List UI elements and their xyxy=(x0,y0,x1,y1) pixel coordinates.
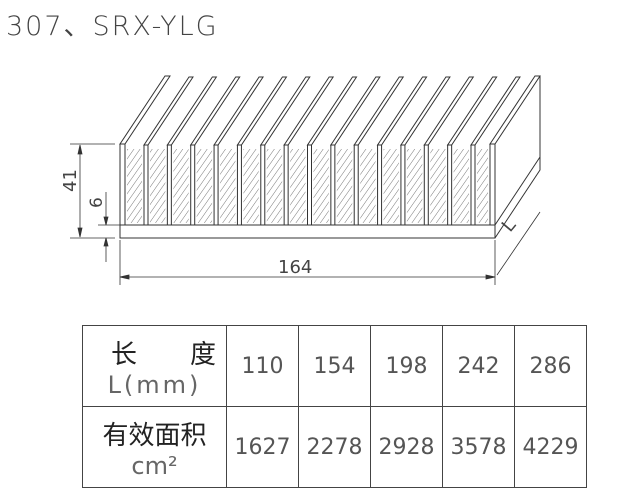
length-cell: 286 xyxy=(514,325,587,407)
area-unit: cm² xyxy=(131,451,178,480)
area-label-cn: 有效面积 xyxy=(102,420,207,451)
fin-gap-hatch xyxy=(150,149,166,223)
length-cell: 198 xyxy=(370,325,443,407)
dim-L-label: L xyxy=(498,215,521,236)
area-cell: 4229 xyxy=(514,406,587,488)
fin xyxy=(283,144,289,226)
fin-top xyxy=(166,76,218,146)
fin-top xyxy=(423,76,475,146)
base-plate xyxy=(119,224,496,239)
length-cell: 110 xyxy=(226,325,299,407)
length-label-cn-1: 长 xyxy=(111,339,138,370)
fin-gap-hatch xyxy=(383,149,399,223)
fin-top xyxy=(306,76,358,146)
fin-top xyxy=(236,76,288,146)
fin xyxy=(213,144,219,226)
length-cell: 154 xyxy=(298,325,371,407)
area-cell: 2278 xyxy=(298,406,371,488)
fin xyxy=(236,144,242,226)
length-cell: 242 xyxy=(442,325,515,407)
fin-gap-hatch xyxy=(220,149,236,223)
heatsink-drawing: 41 6 164 L xyxy=(60,75,541,285)
fin xyxy=(307,144,312,226)
fin-top xyxy=(399,76,451,146)
model-title: 307、SRX-YLG xyxy=(6,11,219,42)
fin-gap-hatch xyxy=(173,149,189,223)
fin-top xyxy=(470,76,521,146)
fin-top xyxy=(259,76,311,146)
fin xyxy=(377,144,383,226)
fin-gap-hatch xyxy=(477,149,488,223)
fin-top xyxy=(143,76,194,146)
fin-top xyxy=(213,76,265,146)
length-label-cn-2: 度 xyxy=(189,339,216,370)
fin-gap-hatch xyxy=(406,149,423,223)
fin-gap-hatch xyxy=(290,149,306,223)
fin xyxy=(330,144,336,226)
table-row-length: 长 度 L(mm) 110 154 198 242 286 xyxy=(82,325,587,407)
fin-top xyxy=(189,76,241,146)
fin-top xyxy=(376,76,428,146)
dimension-lines xyxy=(70,143,541,285)
area-cell: 2928 xyxy=(370,406,443,488)
fin xyxy=(423,144,429,226)
area-header-cell: 有效面积 cm² xyxy=(82,406,227,488)
side-wall xyxy=(119,143,126,226)
dim-6-label: 6 xyxy=(87,197,107,208)
table-row-area: 有效面积 cm² 1627 2278 2928 3578 4229 xyxy=(82,406,587,488)
dim-164-label: 164 xyxy=(278,257,312,278)
length-header-cell: 长 度 L(mm) xyxy=(82,325,227,407)
fin-gap-hatch xyxy=(127,149,142,223)
heatsink-profile xyxy=(119,75,541,239)
fin-gap-hatch xyxy=(360,149,376,223)
fin-gap-hatch xyxy=(313,149,329,223)
fin-gap-hatch xyxy=(243,149,259,223)
fin xyxy=(190,144,196,226)
fin-gap-hatch xyxy=(196,149,213,223)
fin xyxy=(166,144,172,226)
fin xyxy=(400,144,406,226)
fin-gap-hatch xyxy=(266,149,283,223)
fin-top xyxy=(329,76,381,146)
area-cell: 3578 xyxy=(442,406,515,488)
fin xyxy=(143,144,149,226)
fin xyxy=(353,144,359,226)
fin-top xyxy=(446,76,498,146)
dim-41-label: 41 xyxy=(60,169,81,192)
length-unit: L(mm) xyxy=(107,370,202,399)
side-wall xyxy=(489,143,496,226)
fin-gap-hatch xyxy=(336,149,353,223)
fin-gap-hatch xyxy=(453,149,469,223)
spec-table: 长 度 L(mm) 110 154 198 242 286 有效面积 cm² 16… xyxy=(82,325,587,488)
area-cell: 1627 xyxy=(226,406,299,488)
fin-top xyxy=(283,76,335,146)
fin-top xyxy=(353,76,405,146)
fin xyxy=(470,144,476,226)
fin-gap-hatch xyxy=(430,149,446,223)
fin xyxy=(260,144,266,226)
fin xyxy=(447,144,453,226)
